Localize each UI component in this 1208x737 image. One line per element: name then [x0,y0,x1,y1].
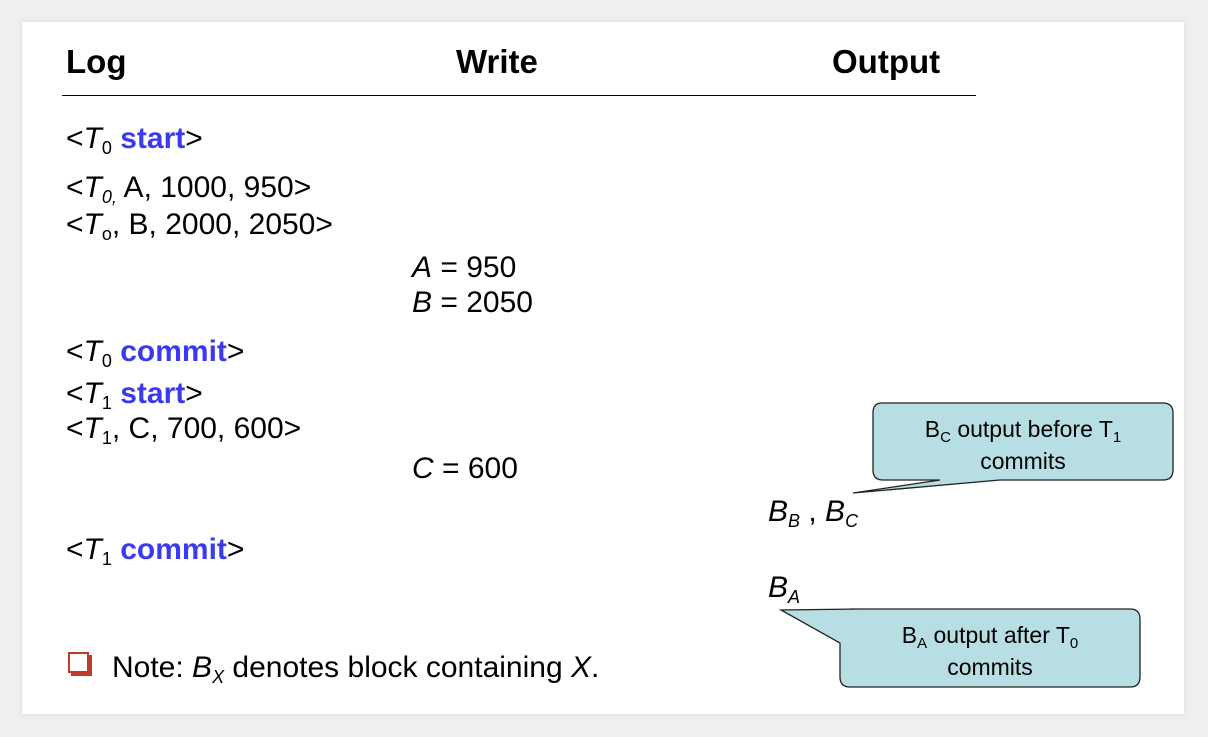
slide [22,22,1184,714]
log-text: A, 1000, 950> [116,171,312,204]
transaction-subscript: o [101,224,112,244]
log-keyword: start [120,377,186,410]
log-keyword: commit [120,533,227,566]
callout-subscript: A [917,635,928,652]
log-text: > [226,335,245,368]
log-text: < [66,533,84,566]
log-record-t0-b: <To, B, 2000, 2050> [66,207,333,243]
block-name: B [768,571,789,604]
callout-subscript: C [940,429,951,446]
transaction-subscript: 1 [101,549,112,569]
log-text: < [66,412,84,445]
callout-line2: commits [980,448,1066,474]
note-label: Note: [112,651,193,684]
variable-name: X [570,651,591,684]
transaction-name: T [83,533,102,566]
note-body: denotes block containing [224,651,571,684]
log-record-t1-commit: <T1 commit> [66,532,244,568]
callout-subscript: 0 [1069,635,1079,652]
log-record-t1-c: <T1, C, 700, 600> [66,411,301,447]
header-divider [62,95,976,96]
output-bb-bc: BB , BC [768,494,858,530]
log-text: < [66,377,84,410]
callout-after-commit: BA output after T0 commits [840,619,1140,683]
transaction-subscript: 0 [101,138,112,158]
variable-name: C [412,452,434,485]
transaction-subscript: 0, [101,187,117,207]
block-name: B [825,495,846,528]
block-name: B [768,495,789,528]
block-subscript: X [212,667,225,687]
block-name: B [192,651,213,684]
callout-text: output after T [927,622,1070,648]
callout-line2: commits [947,654,1033,680]
callout-line1: BA output after T0 [840,619,1140,651]
block-subscript: C [845,511,859,531]
write-c: C = 600 [412,451,518,487]
write-a: A = 950 [412,250,516,286]
transaction-name: T [83,171,102,204]
bullet-square-icon [68,652,89,673]
transaction-name: T [83,377,102,410]
write-b: B = 2050 [412,285,533,321]
callout-text: output before T [950,416,1113,442]
callout-before-shape [852,402,1174,494]
variable-name: B [412,286,433,319]
block-subscript: A [788,587,801,607]
callout-after-shape [778,608,1141,688]
log-text: , B, 2000, 2050> [111,208,333,241]
note-text: Note: BX denotes block containing X. [112,650,599,686]
transaction-name: T [83,412,102,445]
variable-name: A [412,251,433,284]
transaction-subscript: 1 [101,393,112,413]
callout-text: B [901,622,918,648]
transaction-name: T [83,335,102,368]
log-record-t0-commit: <T0 commit> [66,334,244,370]
transaction-name: T [83,122,102,155]
write-value: = 600 [433,452,518,485]
write-header: Write [456,43,538,80]
transaction-name: T [83,208,102,241]
transaction-subscript: 1 [101,428,112,448]
log-header: Log [66,43,127,80]
log-text: > [185,377,203,410]
log-text: < [66,171,84,204]
log-text: < [66,335,84,368]
log-record-t0-start: <T0 start> [66,121,203,157]
log-record-t0-a: <T0, A, 1000, 950> [66,170,311,206]
callout-before-commit: BC output before T1 commits [873,413,1173,477]
callout-subscript: 1 [1112,429,1122,446]
block-subscript: B [788,511,801,531]
log-keyword: start [120,122,186,155]
log-text: > [185,122,203,155]
output-ba: BA [768,570,800,606]
log-text: , C, 700, 600> [111,412,302,445]
output-header: Output [832,43,941,80]
write-value: = 2050 [432,286,533,319]
log-record-t1-start: <T1 start> [66,376,203,412]
callout-line1: BC output before T1 [873,413,1173,445]
log-keyword: commit [120,335,227,368]
log-text: < [66,208,84,241]
transaction-subscript: 0 [101,351,112,371]
callout-text: B [924,416,941,442]
note-end: . [591,651,600,684]
log-text: < [66,122,84,155]
write-value: = 950 [432,251,517,284]
log-text: > [226,533,245,566]
separator: , [800,495,826,528]
